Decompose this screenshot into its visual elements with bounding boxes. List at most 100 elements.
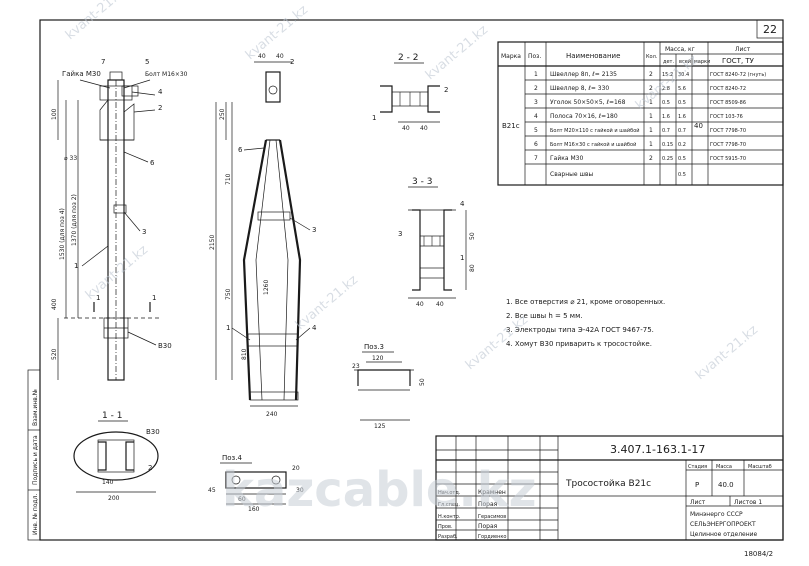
row-5-part: 0.7: [662, 128, 670, 134]
stage-value: Р: [695, 481, 699, 489]
sig-name-5: Гордиенко: [478, 534, 506, 540]
row-1-pos: 1: [534, 71, 538, 78]
mark-mass: 40: [694, 122, 703, 130]
sig-name-3: Герасимов: [478, 514, 506, 520]
row-1-gost: ГОСТ 8240-72 (гнуть): [710, 72, 766, 78]
label-pos-4: 4: [158, 88, 163, 96]
label-b30: В30: [158, 342, 172, 350]
row-7-all: 0.5: [678, 156, 686, 162]
row-7-gost: ГОСТ 5915-70: [710, 156, 746, 162]
row-7-qty: 2: [649, 155, 653, 162]
dim-40-s33-a: 40: [416, 301, 424, 308]
row-3-pos: 3: [534, 99, 538, 106]
row-8-all: 0.5: [678, 172, 686, 178]
pos3-dim-125: 125: [374, 423, 386, 430]
row-4-gost: ГОСТ 103-76: [710, 114, 743, 120]
row-5-all: 0.7: [678, 128, 686, 134]
row-7-pos: 7: [534, 155, 538, 162]
drawing-title: Тросостойка В21с: [565, 479, 651, 489]
org-line-1: Минэнерго СССР: [690, 511, 743, 518]
label-pos-3-front: 3: [312, 226, 316, 234]
stage-label: Стадия: [688, 464, 707, 470]
label-bolt: Болт М16×30: [145, 71, 188, 78]
watermark-big: kazcable.kz: [222, 462, 537, 518]
row-5-gost: ГОСТ 7798-70: [710, 128, 746, 134]
pos4-title: Поз.4: [222, 454, 242, 462]
th-mark: Марка: [501, 53, 521, 60]
row-3-gost: ГОСТ 8509-86: [710, 100, 746, 106]
row-2-all: 5.6: [678, 86, 686, 92]
sheet-label: Лист: [690, 499, 706, 506]
label-pos-1-s22: 1: [372, 114, 376, 122]
dim-40-top-b: 40: [276, 53, 284, 60]
th-mass-all: всей: [679, 58, 691, 65]
side-stamp: Инв. № подл. Подпись и дата Взам.инв.№: [27, 369, 41, 541]
row-6-name: Болт М16×30 с гайкой и шайбой: [550, 141, 636, 148]
pos3-dim-23: 23: [352, 363, 360, 370]
row-2-qty: 2: [649, 85, 653, 92]
pos3-dim-50: 50: [419, 378, 426, 386]
dim-1370: 1370 (для поз 2): [71, 194, 78, 246]
org-line-3: Целинное отделение: [690, 531, 758, 538]
table-row: 5 Болт М20×110 с гайкой и шайбой 1 0.7 0…: [534, 127, 746, 134]
row-2-name: Швеллер 8, ℓ= 330: [550, 85, 609, 92]
row-3-qty: 1: [649, 99, 653, 106]
row-7-name: Гайка М30: [550, 155, 583, 162]
dim-40-s22-b: 40: [420, 125, 428, 132]
dim-140-s11: 140: [102, 479, 114, 486]
row-3-name: Уголок 50×50×5, ℓ=168: [550, 99, 626, 106]
label-pos-6: 6: [150, 159, 155, 167]
dim-40-s33-b: 40: [436, 301, 444, 308]
side-stamp-inv: Инв. № подл.: [32, 494, 39, 535]
dim-750: 750: [225, 288, 232, 300]
label-pos-5: 5: [145, 58, 149, 66]
detail-pos3: Поз.3 120 23 125 50: [352, 343, 426, 430]
corner-note: 18084/2: [744, 550, 773, 558]
label-pos-1-front: 1: [226, 324, 230, 332]
dim-40-s22-a: 40: [402, 125, 410, 132]
side-stamp-replace: Взам.инв.№: [32, 389, 39, 426]
note-1: 1. Все отверстия ⌀ 21, кроме оговоренных…: [506, 298, 665, 306]
row-6-part: 0.15: [662, 142, 673, 148]
scale-label: Масштаб: [748, 464, 772, 470]
row-1-qty: 2: [649, 71, 653, 78]
label-hole: ⌀ 33: [64, 155, 77, 162]
note-4: 4. Хомут В30 приварить к тросостойке.: [506, 340, 652, 348]
dim-2150: 2150: [209, 235, 216, 250]
row-3-all: 0.5: [678, 100, 686, 106]
dim-400: 400: [51, 298, 58, 310]
section-1-1: 1 - 1 В30 2 200 140: [73, 411, 160, 502]
sig-name-1: Крамнен: [478, 489, 506, 496]
page-number-box: 22: [756, 19, 784, 39]
row-7-part: 0.25: [662, 156, 673, 162]
dim-40-top: 40: [258, 53, 266, 60]
th-mass-part: дет.: [663, 59, 674, 65]
label-b30-s11: В30: [146, 428, 160, 436]
section-2-2: 2 - 2 40 40 2 1: [372, 53, 448, 132]
sheets-label: Листов 1: [734, 499, 762, 506]
th-name: Наименование: [566, 52, 620, 60]
dim-250: 250: [219, 108, 226, 120]
page-number: 22: [763, 23, 777, 36]
mass-label: Масса: [716, 464, 732, 470]
row-6-pos: 6: [534, 141, 538, 148]
table-row: 3 Уголок 50×50×5, ℓ=168 1 0.5 0.5 ГОСТ 8…: [534, 99, 746, 106]
detail-pos4: Поз.4 60 160 45 20 30: [208, 454, 304, 513]
cut-mark-left: 1: [96, 294, 100, 302]
section-3-3: 3 - 3 40 40 50 80 4 3 1: [398, 177, 476, 308]
sig-role-1: Нач.отд.: [438, 490, 461, 496]
cut-mark-right: 1: [152, 294, 156, 302]
label-pos-4-s33: 4: [460, 200, 465, 208]
table-row: 1 Швеллер 8п, ℓ= 2135 2 15.2 30.4 ГОСТ 8…: [534, 71, 766, 78]
title-block: 3.407.1-163.1-17 Нач.отд. Крамнен Гл.спе…: [435, 435, 784, 541]
label-pos-2: 2: [158, 104, 162, 112]
th-pos: Поз.: [528, 53, 541, 60]
label-pos-3: 3: [142, 228, 146, 236]
table-row: 4 Полоса 70×16, ℓ=180 1 1.6 1.6 ГОСТ 103…: [534, 113, 743, 120]
sig-name-2: Порая: [478, 501, 498, 508]
doc-code: 3.407.1-163.1-17: [610, 443, 705, 456]
label-nut-m30: Гайка М30: [62, 70, 101, 78]
org-line-2: СЕЛЬЭНЕРГОПРОЕКТ: [690, 521, 756, 528]
row-4-name: Полоса 70×16, ℓ=180: [550, 113, 618, 120]
